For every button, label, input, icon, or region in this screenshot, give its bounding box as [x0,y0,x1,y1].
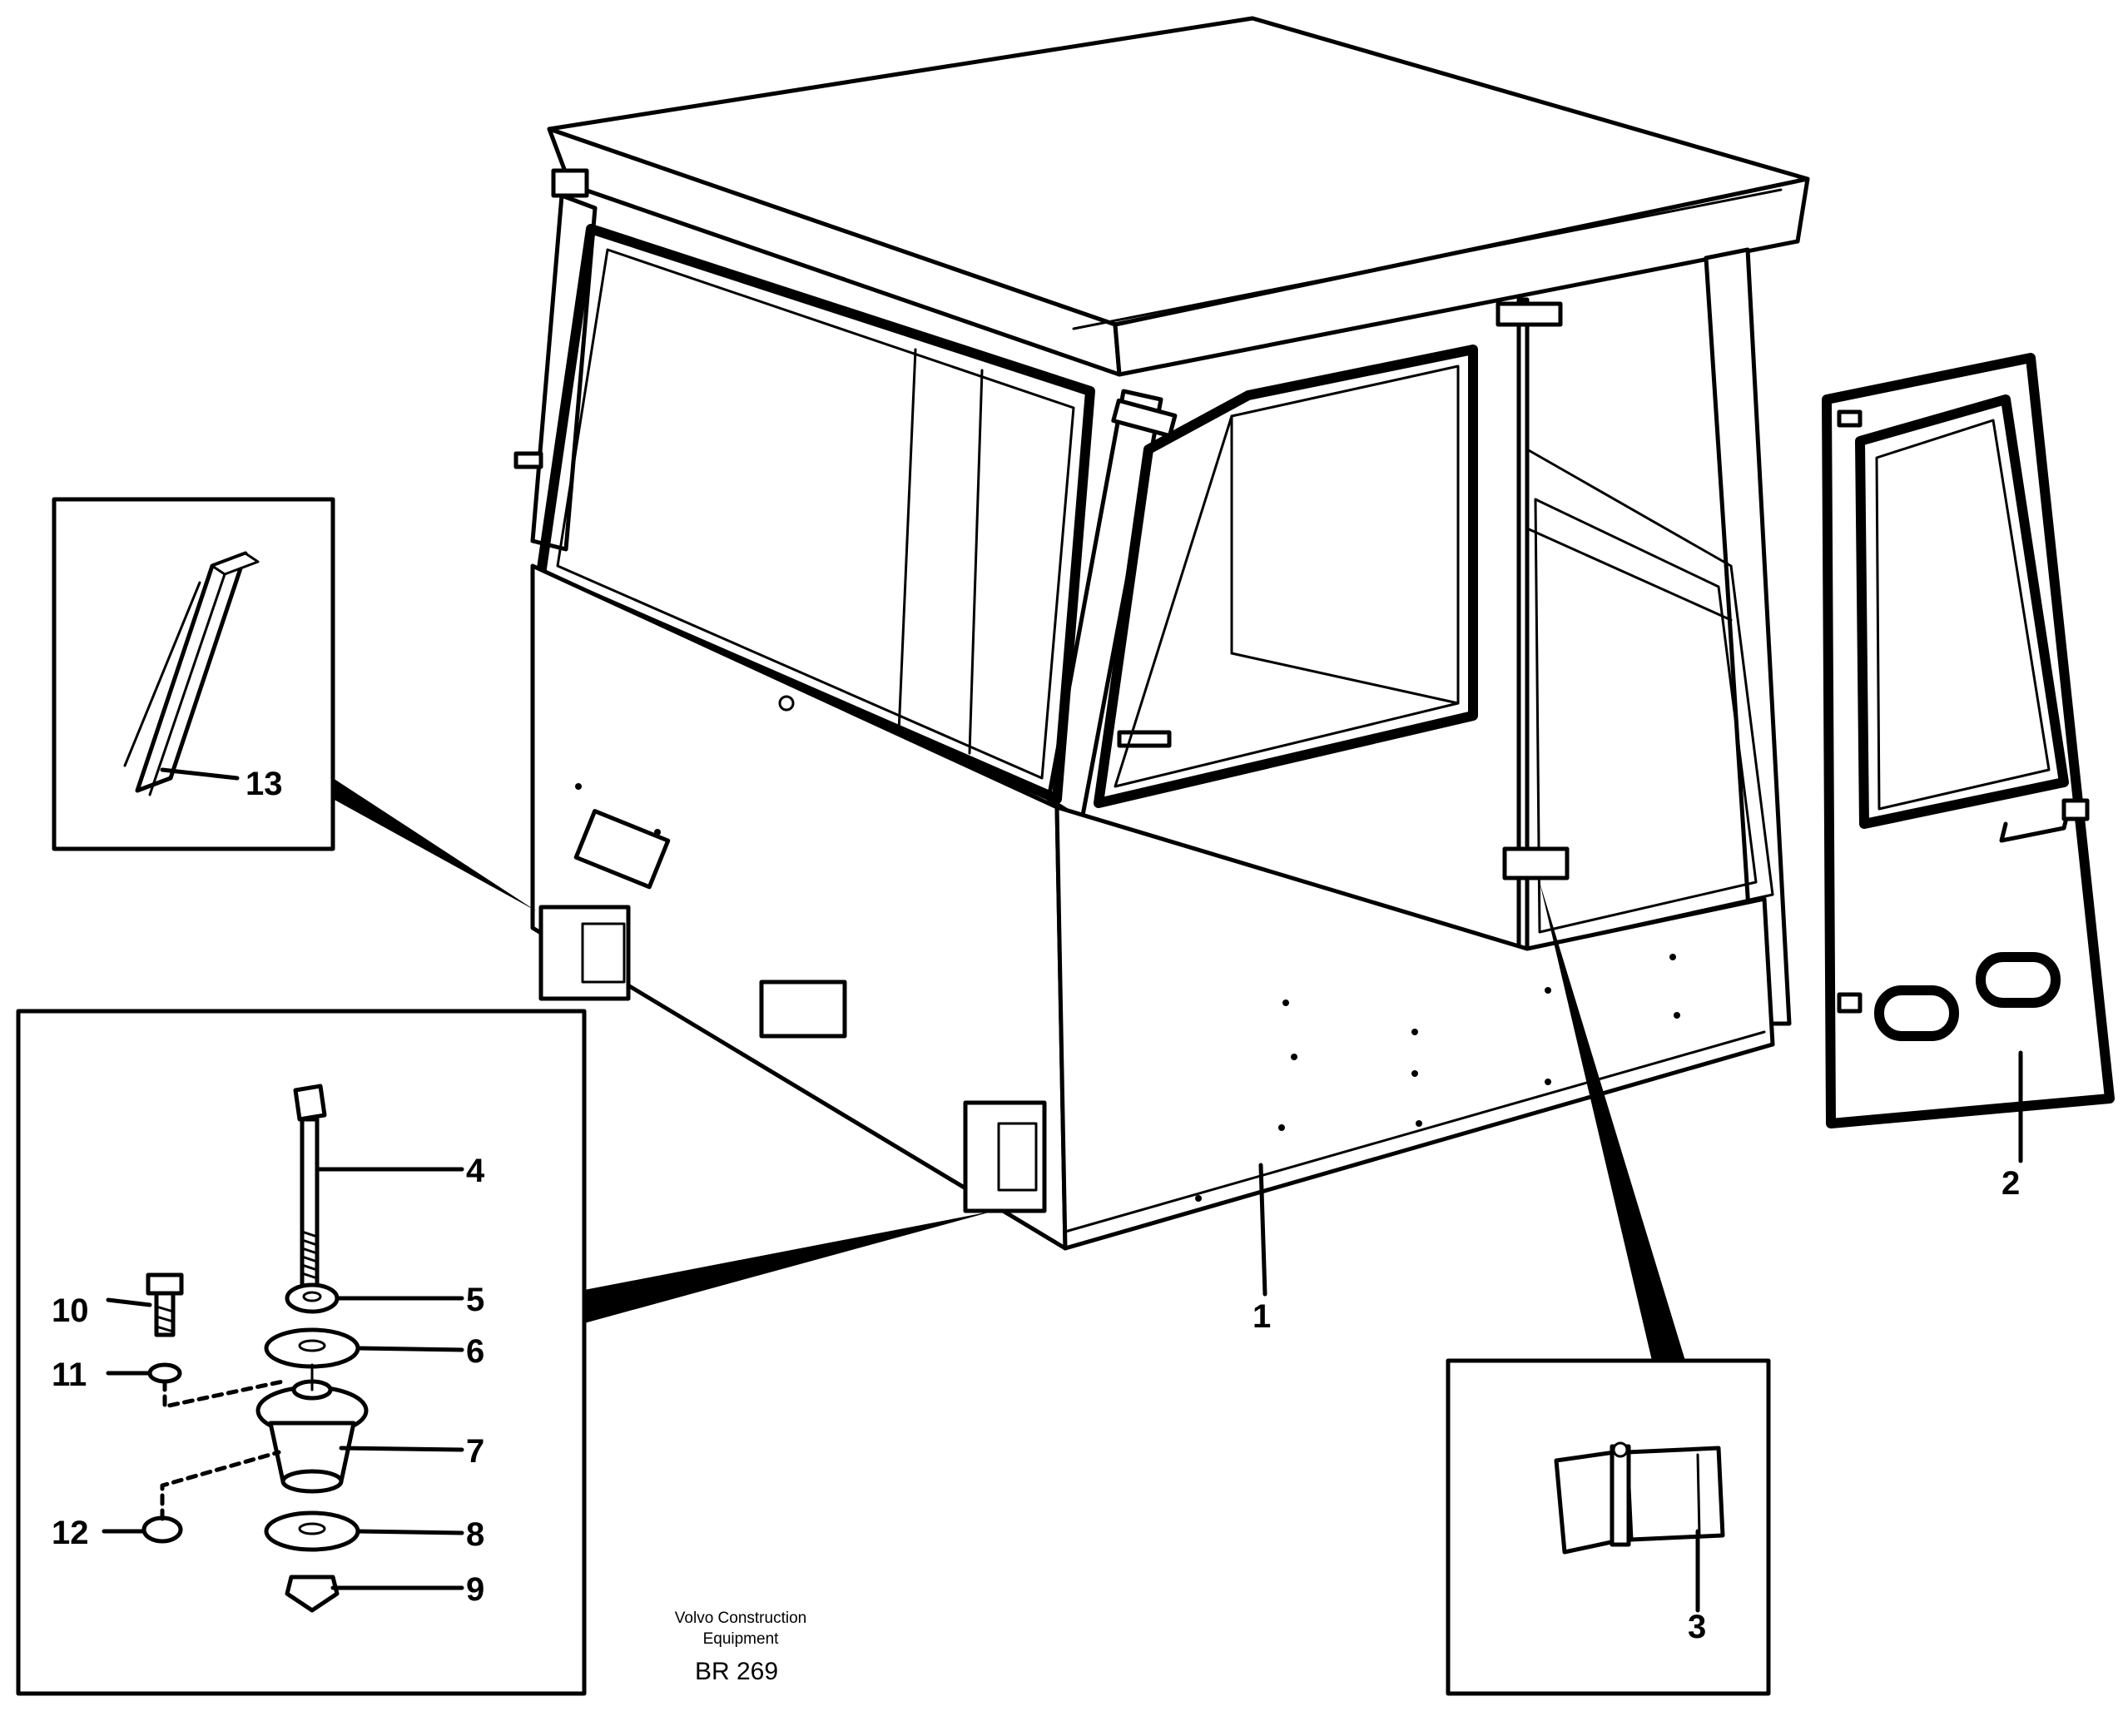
drawing-code: BR 269 [695,1658,778,1685]
nut-part-12 [141,1515,183,1544]
callout-5: 5 [466,1282,484,1318]
callout-6: 6 [466,1333,484,1370]
washer-part-8 [264,1510,360,1552]
callout-11: 11 [52,1357,87,1393]
cab-frame [513,193,1792,1026]
leader-13 [160,767,240,781]
door-vent-right [1976,952,2061,1008]
callout-13: 13 [246,766,283,802]
washer-part-5 [285,1282,340,1314]
door-handle [1999,798,2090,843]
detail-box-hinge [1446,1358,1771,1696]
callout-4: 4 [466,1153,485,1189]
leader-6 [355,1346,464,1352]
callout-7: 7 [466,1433,484,1470]
callout-3: 3 [1688,1609,1706,1645]
washer-part-11 [147,1362,182,1384]
screw-part-10 [146,1272,184,1337]
leader-7 [339,1446,464,1452]
hinge-part [1554,1441,1725,1555]
cab-lower-body [530,563,1775,1251]
body-rivets [575,695,1680,1202]
leader-8 [355,1529,464,1535]
callout-1: 1 [1252,1298,1271,1335]
washer-part-6 [264,1327,360,1369]
detail-pointers [333,778,1685,1361]
callout-8: 8 [466,1516,484,1553]
cab-upper-hinge [1496,301,1563,327]
nut-part-9 [285,1575,340,1613]
cab-roof [547,16,1810,377]
leader-10 [106,1297,152,1307]
credit-line-2: Equipment [703,1630,780,1648]
seal-strip-part [123,551,260,796]
callout-12: 12 [52,1515,89,1551]
side-window [1094,345,1478,808]
detail-box-mounting [16,1009,587,1696]
detail-box-seal [52,497,335,851]
callout-10: 10 [52,1292,89,1329]
front-windscreen [536,224,1095,804]
cab-body [513,16,1810,1251]
cab-door [1822,353,2115,1128]
cab-lower-hinge [1502,846,1570,880]
leader-1 [1258,1163,1267,1297]
callout-2: 2 [2001,1165,2020,1202]
credit-line-1: Volvo Construction [675,1610,806,1627]
rubber-mount-part [255,1363,369,1494]
door-vent-left [1874,985,1959,1041]
callout-9: 9 [466,1571,484,1608]
